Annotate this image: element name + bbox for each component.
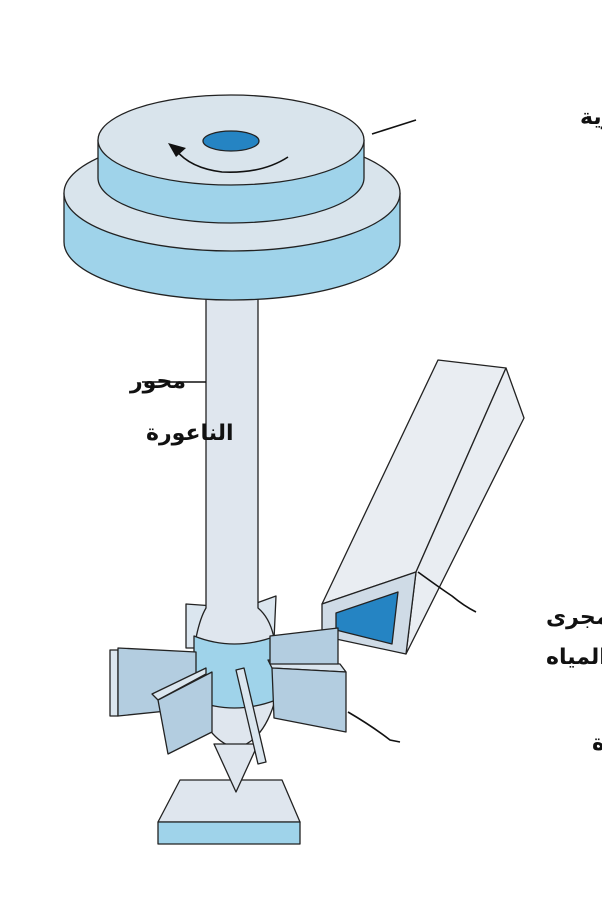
paddle-front-left-side [151, 667, 207, 701]
base-block [157, 779, 301, 845]
channel-water [335, 591, 399, 645]
paddle-left-side [109, 649, 119, 717]
base-top [157, 779, 301, 823]
front-paddles [109, 627, 347, 765]
labels: طاحون حجرية محور الناعورة مجرى المياه مج… [129, 105, 602, 756]
water-channel [321, 359, 525, 655]
rotation-arrow [175, 149, 289, 174]
base-front [157, 821, 301, 845]
shaft-tip [213, 743, 259, 793]
label-axle-line2: الناعورة [146, 421, 234, 446]
millstone-hub-hole [202, 130, 260, 152]
paddle-front-left [157, 671, 213, 755]
label-axle-line1: محور [129, 369, 186, 394]
leader-millstone [371, 119, 417, 135]
millstone [63, 94, 401, 301]
label-channel-line1: مجرى [546, 605, 602, 630]
paddle-upper-right [269, 627, 339, 665]
leader-channel [417, 571, 477, 613]
paddle-rod [235, 667, 267, 765]
label-channel-line2: المياه [546, 645, 602, 670]
paddle-right [271, 667, 347, 733]
label-millstone: طاحون حجرية [580, 105, 602, 130]
axle-shaft [193, 291, 277, 793]
rotation-arrowhead [168, 143, 186, 157]
leader-lines [142, 119, 477, 743]
leader-paddles [347, 711, 401, 743]
label-paddles: مجاديف الناعورة [592, 731, 602, 756]
